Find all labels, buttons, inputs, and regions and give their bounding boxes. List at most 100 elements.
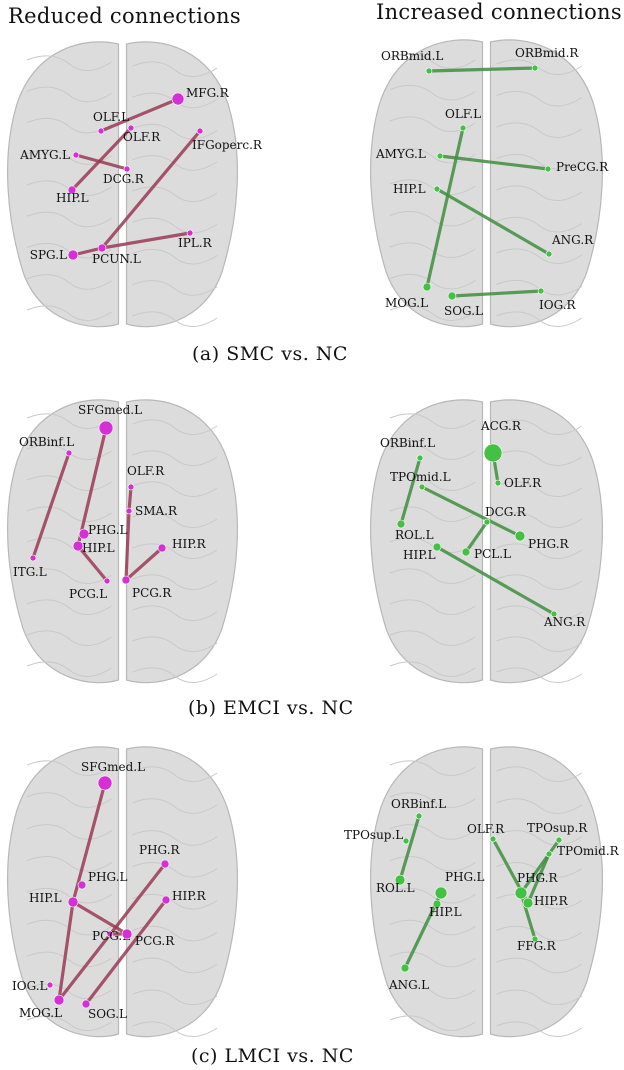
gyrus-line: [389, 444, 476, 460]
region-label: MFG.R: [186, 86, 230, 100]
gyrus-line: [132, 280, 218, 296]
gyrus-line: [496, 798, 583, 814]
gyrus-line: [496, 989, 583, 1006]
connection-edge-TPOmid.L-PHG.R: [420, 485, 522, 538]
brain-region-node-TPOsup.L: [402, 837, 410, 845]
brain-hemisphere-left: [7, 399, 120, 684]
brain-region-node-PreCG.R: [544, 165, 552, 173]
brain-region-node-PCL.L: [461, 547, 471, 557]
brain-region-node-ORBinf.L: [416, 454, 424, 462]
gyrus-line: [389, 273, 476, 290]
region-label: ROL.L: [376, 881, 415, 895]
gyrus-line: [132, 766, 218, 782]
caption-emci: (b) EMCI vs. NC: [188, 697, 354, 719]
region-label: PHG.R: [528, 537, 570, 551]
region-label: MOG.L: [19, 1006, 62, 1020]
brain-region-node-OLF.R: [489, 835, 497, 843]
region-label: HIP.R: [172, 537, 207, 551]
gyrus-line: [132, 636, 218, 652]
region-label: PCG.R: [132, 586, 172, 600]
increased-connections-header: Increased connections: [376, 0, 622, 24]
connection-edge-HIP.R-SOG.L: [84, 898, 168, 1006]
gyrus-line: [389, 983, 476, 1000]
brain-region-node-SFGmed.L: [98, 420, 114, 436]
gyrus-line: [496, 766, 583, 782]
region-label: PCG.L: [92, 929, 130, 943]
gyrus-line: [496, 216, 583, 233]
brain-increased-1: [370, 399, 603, 684]
gyrus-line: [132, 186, 218, 202]
reduced-connections-header: Reduced connections: [8, 4, 241, 28]
brain-region-node-HIP.L: [432, 542, 442, 552]
brain-region-node-OLF.R: [127, 483, 135, 491]
region-label: SOG.L: [88, 1007, 127, 1021]
region-label: SPG.L: [30, 248, 67, 262]
gyrus-line: [132, 217, 218, 234]
region-label: HIP.L: [56, 191, 89, 205]
gyrus-line: [389, 413, 476, 429]
brain-region-node-OLF.R: [127, 124, 135, 132]
gyrus-line: [496, 311, 583, 327]
region-label: TPOsup.L: [344, 828, 403, 842]
region-label: ANG.R: [551, 233, 594, 247]
brain-region-node-OLF.L: [97, 127, 105, 135]
gyrus-line: [496, 481, 583, 497]
region-label: PreCG.R: [556, 160, 609, 174]
region-label: OLF.L: [93, 110, 129, 124]
region-label: AMYG.L: [19, 148, 70, 162]
brain-region-node-HIP.L: [67, 185, 77, 195]
region-label: HIP.R: [534, 894, 569, 908]
brain-region-node-IPL.R: [186, 229, 194, 237]
connection-edge-SFGmed.L-HIP.L: [71, 781, 107, 904]
gyrus-line: [496, 122, 583, 138]
gyrus-line: [26, 305, 112, 321]
region-label: TPOmid.R: [557, 844, 620, 858]
brain-region-node-HIP.L: [72, 540, 84, 552]
gyrus-line: [132, 667, 218, 683]
connection-edge-TPOmid.R-HIP.R: [526, 852, 551, 905]
region-label: HIP.L: [29, 891, 62, 905]
gyrus-line: [389, 506, 476, 522]
region-label: OLF.R: [467, 822, 505, 836]
gyrus-line: [496, 59, 583, 75]
region-label: PCG.R: [135, 934, 175, 948]
region-label: ANG.R: [543, 615, 586, 629]
brain-region-node-ORBmid.L: [425, 67, 433, 75]
connection-edge-SOG.L-IOG.R: [450, 289, 543, 298]
region-label: ROL.L: [395, 528, 434, 542]
brain-region-node-SOG.L: [447, 291, 457, 301]
gyrus-line: [26, 413, 112, 429]
brain-hemisphere-right: [125, 41, 238, 328]
gyrus-line: [496, 1021, 583, 1037]
connection-edge-PCUN.L-IFGoperc.R: [100, 129, 202, 250]
brain-region-node-HIP.L: [432, 899, 442, 909]
gyrus-line: [389, 792, 476, 808]
brain-region-node-AMYG.L: [72, 151, 80, 159]
connection-edge-ORBinf.L-ROL.L: [399, 456, 422, 526]
region-label: PCL.L: [474, 547, 511, 561]
brain-region-node-AMYG.L: [436, 152, 444, 160]
brain-hemisphere-right: [489, 399, 603, 684]
gyrus-line: [132, 512, 218, 528]
connection-edge-ORBinf.L-ITG.L: [31, 451, 71, 560]
connection-edge-HIP.L-PCG.L: [76, 544, 109, 583]
gyrus-line: [389, 630, 476, 646]
brain-region-node-HIP.L: [433, 185, 441, 193]
gyrus-line: [496, 419, 583, 435]
brain-region-node-FFG.R: [531, 935, 539, 943]
brain-region-node-ITG.L: [29, 554, 37, 562]
connection-edge-AMYG.L-DCG.R: [74, 153, 129, 171]
gyrus-line: [26, 887, 112, 904]
brain-region-node-ROL.L: [396, 519, 406, 529]
brain-hemisphere-left: [370, 399, 484, 684]
region-label: HIP.L: [82, 541, 115, 555]
connection-edge-HIP.L-ANG.R: [435, 545, 556, 616]
gyrus-line: [389, 147, 476, 164]
brain-region-node-PCG.L: [103, 577, 111, 585]
gyrus-line: [132, 311, 218, 327]
